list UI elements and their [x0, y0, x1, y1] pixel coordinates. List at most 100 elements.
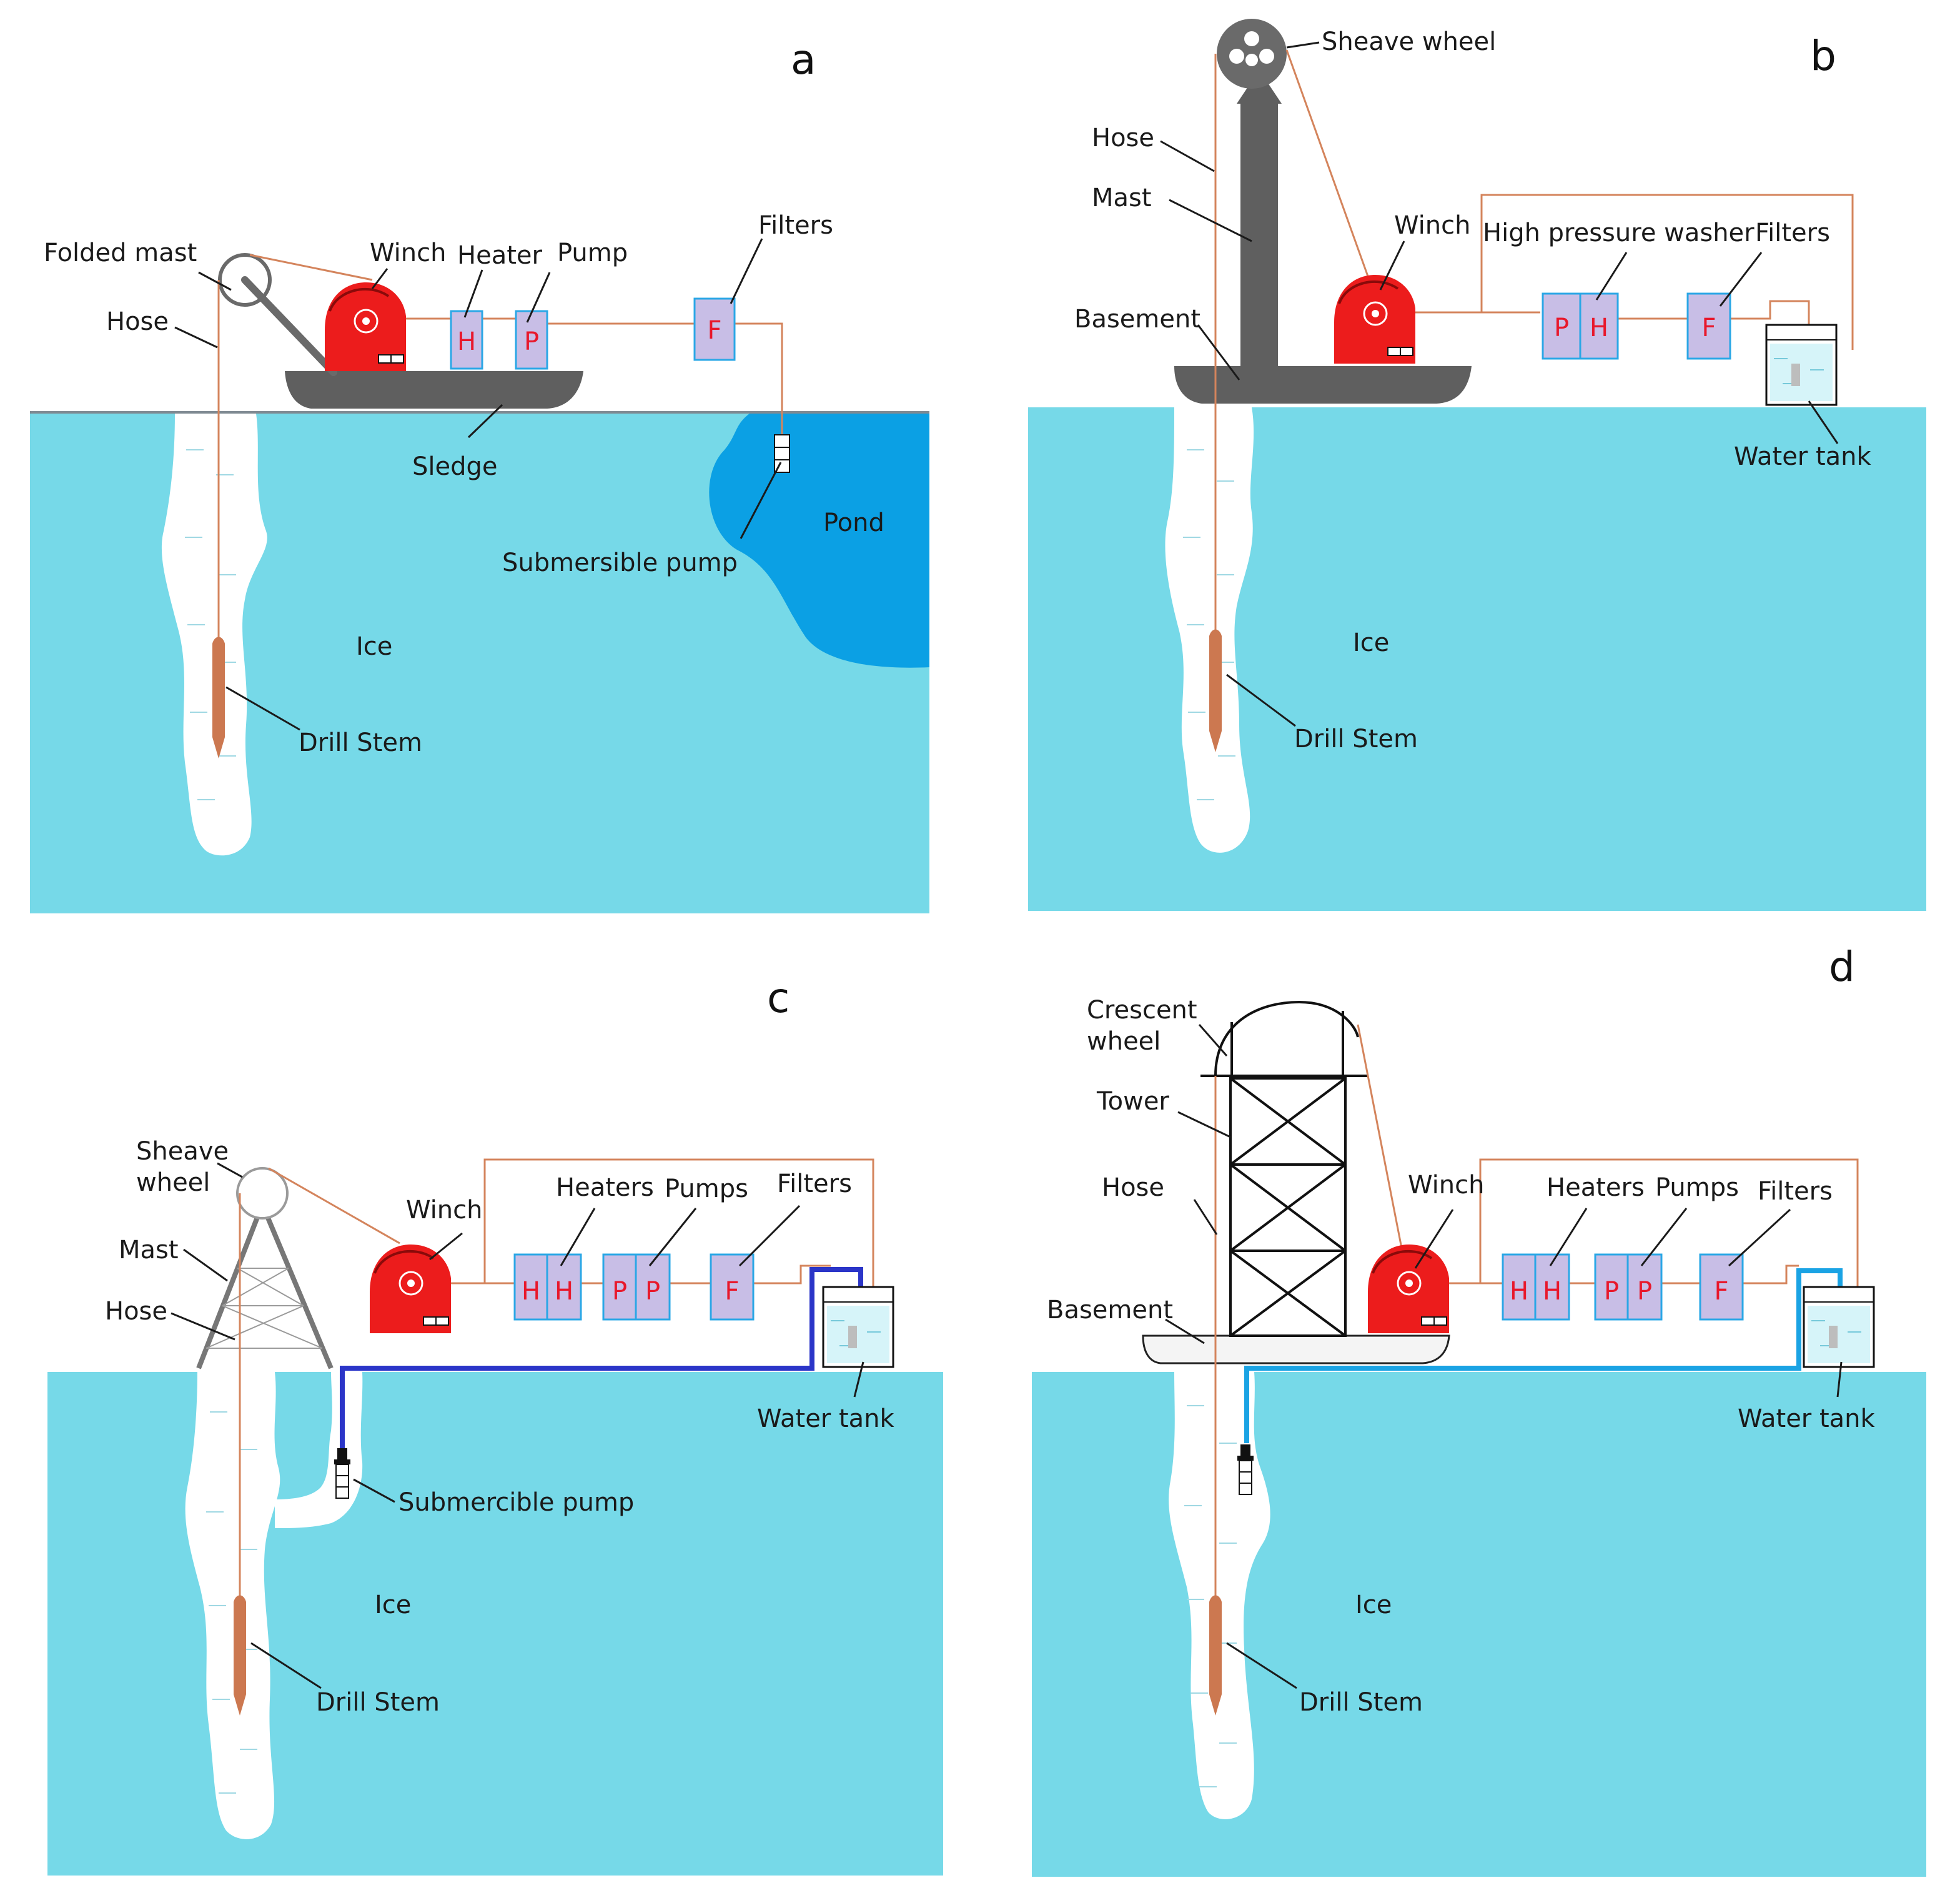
winch-label: Winch [406, 1196, 482, 1225]
pump-box [515, 310, 548, 370]
basement [1142, 1334, 1450, 1364]
pump-label: Pump [557, 239, 628, 267]
winch-label: Winch [370, 239, 446, 267]
ice-block [1028, 407, 1926, 911]
mast [1240, 104, 1278, 367]
folded-mast [218, 253, 272, 307]
submercible-pump-label: Submercible pump [398, 1488, 634, 1517]
tower-label: Tower [1096, 1087, 1169, 1116]
winch-label: Winch [1408, 1171, 1484, 1200]
pump-box-1 [602, 1253, 637, 1321]
pump-box-2 [1626, 1253, 1663, 1321]
svg-text:P: P [1604, 1277, 1619, 1306]
water-tank-label: Water tank [1738, 1404, 1876, 1433]
filter-box [1699, 1253, 1744, 1321]
panel-letter-a: a [791, 36, 816, 84]
sheave-wheel-label-line1: Sheave [136, 1137, 229, 1166]
svg-text:P: P [612, 1277, 627, 1306]
heaters-label: Heaters [1547, 1173, 1645, 1202]
svg-text:F: F [725, 1277, 739, 1306]
panel-letter-b: b [1810, 32, 1836, 80]
ice-label: Ice [356, 632, 392, 661]
svg-text:F: F [707, 316, 721, 345]
washer-box-h [1579, 292, 1619, 360]
water-tank-label: Water tank [757, 1404, 895, 1433]
sheave-wheel-label: Sheave wheel [1322, 27, 1496, 56]
filter-box [710, 1253, 755, 1321]
drill-stem [234, 1595, 246, 1716]
tower [1200, 1011, 1368, 1337]
svg-text:H: H [522, 1277, 540, 1306]
sledge [285, 371, 583, 409]
borehole [1165, 407, 1254, 853]
drill-stem [1209, 629, 1222, 752]
heater-box-2 [546, 1253, 582, 1321]
svg-text:H: H [555, 1277, 573, 1306]
hose-label: Hose [1102, 1173, 1164, 1202]
borehole [185, 1372, 280, 1839]
high-pressure-washer-label: High pressure washer [1483, 219, 1755, 247]
heater-label: Heater [457, 241, 542, 270]
crescent-wheel-label-line1: Crescent [1087, 996, 1197, 1025]
basement-label: Basement [1074, 305, 1200, 334]
sheave-wheel [236, 1167, 289, 1220]
heater-box-1 [1502, 1253, 1537, 1321]
mast-label: Mast [1092, 184, 1152, 212]
hose-label: Hose [105, 1297, 167, 1326]
pond [709, 414, 929, 668]
svg-text:P: P [1637, 1277, 1652, 1306]
ice-label: Ice [375, 1591, 411, 1619]
water-tank [822, 1286, 894, 1368]
washer-box-p [1542, 292, 1581, 360]
winch [1367, 1243, 1450, 1334]
filters-label: Filters [1758, 1177, 1833, 1206]
svg-text:H: H [457, 327, 476, 356]
pump-box-2 [635, 1253, 671, 1321]
heater-box-2 [1534, 1253, 1570, 1321]
svg-text:H: H [1543, 1277, 1562, 1306]
basement-label: Basement [1047, 1296, 1173, 1324]
water-tank-label: Water tank [1734, 442, 1872, 471]
sheave-wheel-label-line2: wheel [136, 1168, 210, 1197]
hose-label: Hose [106, 307, 169, 336]
pumps-label: Pumps [665, 1175, 748, 1203]
filter-box [1686, 292, 1731, 360]
svg-text:H: H [1510, 1277, 1528, 1306]
winch [1333, 274, 1417, 365]
basement [1174, 366, 1472, 404]
drill-stem-label: Drill Stem [316, 1688, 440, 1717]
water-tank [1765, 324, 1838, 406]
svg-text:P: P [645, 1277, 660, 1306]
svg-text:P: P [524, 327, 539, 356]
panel-d: H H P P F d Crescent wheel Tower Hose Ba… [1032, 943, 1926, 1877]
drill-stem [1209, 1595, 1222, 1716]
ice-label: Ice [1355, 1591, 1392, 1619]
supply-pipe [340, 1267, 863, 1459]
pumps-label: Pumps [1655, 1173, 1739, 1202]
filter-box [693, 297, 736, 361]
filters-label: Filters [1755, 219, 1830, 247]
folded-mast-label: Folded mast [44, 239, 197, 267]
crescent-wheel [1214, 1000, 1359, 1076]
svg-text:F: F [1714, 1277, 1728, 1306]
submersible-pump-label: Submersible pump [502, 549, 738, 577]
heater-box-1 [513, 1253, 548, 1321]
drill-stem-label: Drill Stem [1299, 1688, 1423, 1717]
panel-a: H P F a Folded mast Hose Winch Heater Pu… [30, 36, 929, 913]
winch-label: Winch [1394, 211, 1470, 240]
ice-block [47, 1372, 943, 1876]
panel-letter-c: c [767, 974, 789, 1022]
panel-b: P H F b Sheave wheel Hose Mast Winch Hig… [1028, 19, 1926, 911]
winch [369, 1243, 452, 1334]
water-tank [1803, 1286, 1875, 1368]
ice-block [1032, 1372, 1926, 1877]
panel-letter-d: d [1829, 943, 1855, 991]
crescent-wheel-label-line2: wheel [1087, 1027, 1161, 1056]
filters-label: Filters [758, 211, 833, 240]
hose-label: Hose [1092, 124, 1154, 152]
supply-pipe [1244, 1268, 1843, 1443]
mast [196, 1203, 334, 1369]
winch [324, 281, 407, 372]
svg-text:H: H [1590, 314, 1608, 342]
